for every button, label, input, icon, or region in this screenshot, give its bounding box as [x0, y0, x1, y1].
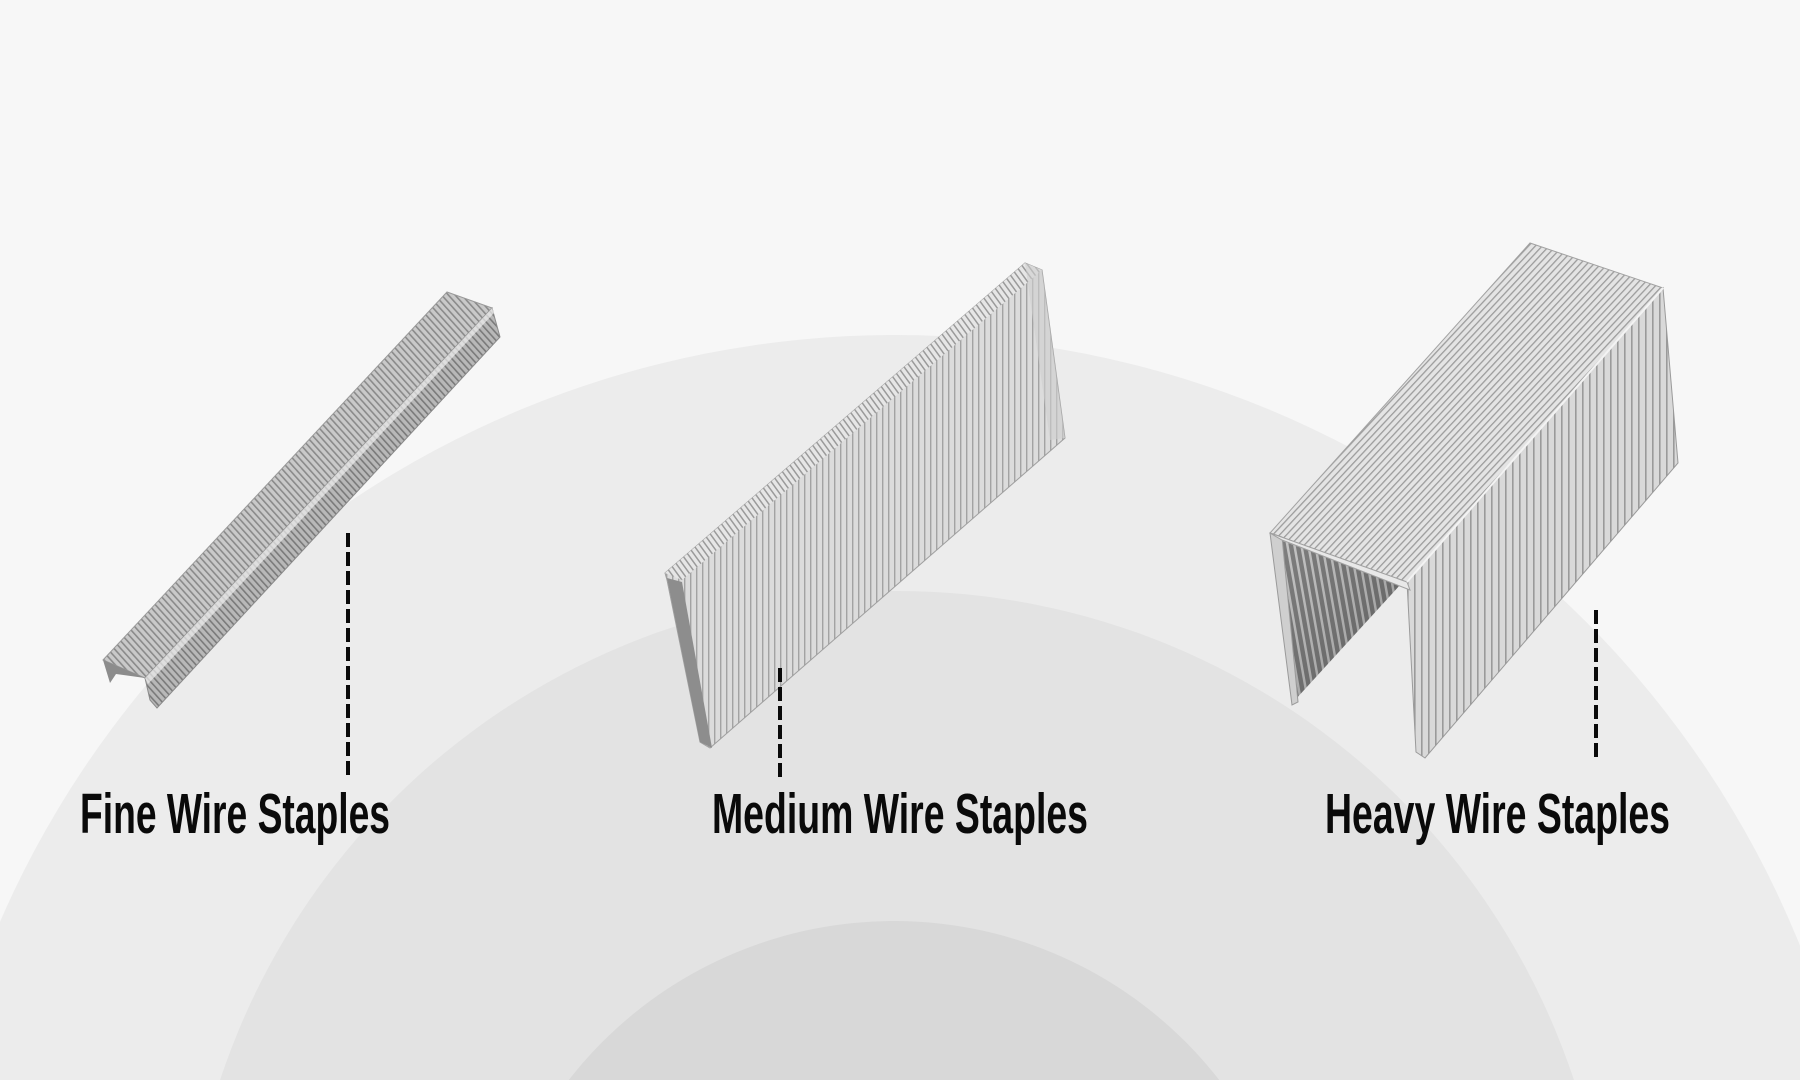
fine-wire-staple-strip	[102, 291, 501, 709]
medium-wire-staples-label: Medium Wire Staples	[712, 782, 1088, 846]
heavy-wire-staples-label: Heavy Wire Staples	[1325, 782, 1670, 846]
heavy-wire-staple-strip	[1269, 242, 1679, 759]
ring-middle	[220, 591, 1574, 1080]
medium-wire-staple-strip	[664, 262, 1066, 749]
fine-wire-staples-label: Fine Wire Staples	[80, 782, 390, 846]
ring-inner	[568, 921, 1220, 1080]
